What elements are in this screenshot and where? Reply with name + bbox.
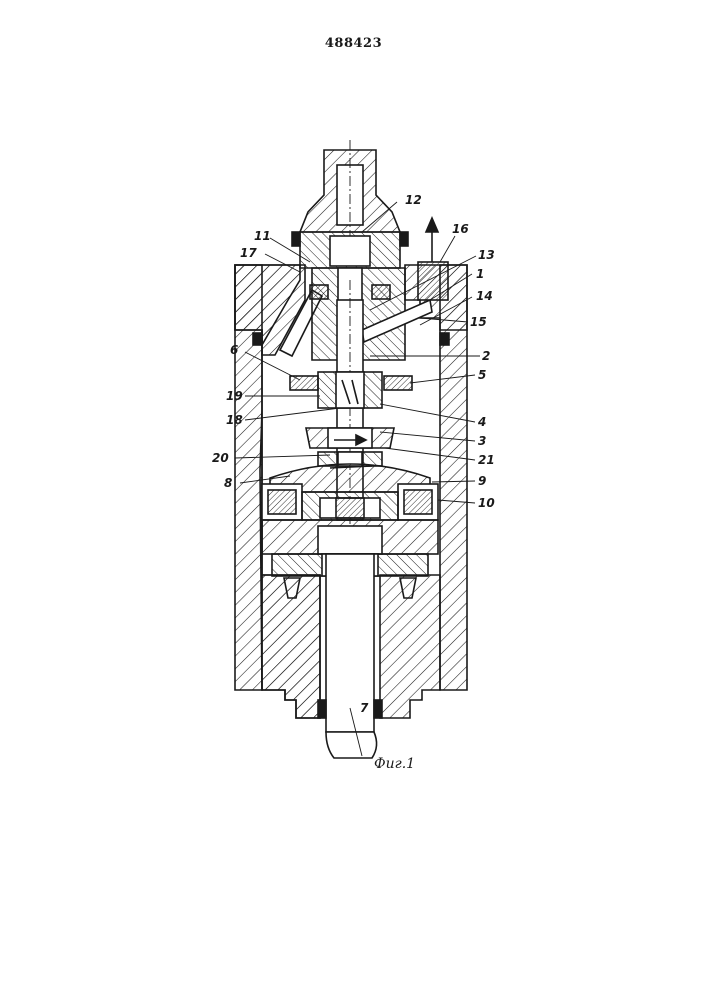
callout-9: 9 <box>478 474 486 488</box>
callout-16: 16 <box>452 222 469 236</box>
callout-8: 8 <box>224 476 232 490</box>
shaft-7-end <box>326 732 377 758</box>
callout-21: 21 <box>478 453 495 467</box>
callout-5: 5 <box>478 368 486 382</box>
callout-4: 4 <box>477 415 486 429</box>
callout-15: 15 <box>470 315 487 329</box>
callout-20: 20 <box>212 451 229 465</box>
callout-18: 18 <box>226 413 243 427</box>
callout-14: 14 <box>476 289 493 303</box>
callout-2: 2 <box>482 349 490 363</box>
callout-7: 7 <box>360 701 369 715</box>
callout-11: 11 <box>254 229 271 243</box>
callout-19: 19 <box>226 389 243 403</box>
figure-caption: Фиг.1 <box>374 756 415 772</box>
callout-12: 12 <box>405 193 422 207</box>
flow-arrow <box>426 218 438 232</box>
callout-10: 10 <box>478 496 495 510</box>
callout-13: 13 <box>478 248 495 262</box>
part-5 <box>384 376 412 390</box>
callout-17: 17 <box>240 246 257 260</box>
housing-right <box>380 575 440 718</box>
callout-1: 1 <box>476 267 484 281</box>
port-16 <box>418 262 448 300</box>
part-6 <box>290 376 318 390</box>
seal-left <box>253 333 262 345</box>
callout-6: 6 <box>230 343 238 357</box>
seal-right <box>440 333 449 345</box>
callout-3: 3 <box>478 434 486 448</box>
housing-bottom-left <box>262 575 320 718</box>
